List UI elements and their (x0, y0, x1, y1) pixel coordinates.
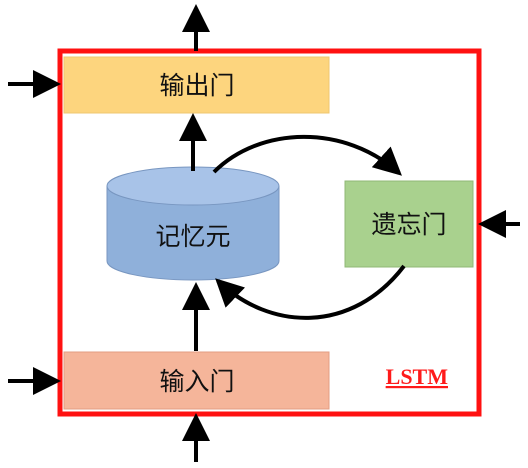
output-gate-box (63, 56, 330, 114)
memory-cell-top (106, 166, 280, 206)
input-gate: 输入门 (63, 351, 330, 410)
memory-cell-label: 记忆元 (155, 222, 230, 251)
memory-cell-body (106, 186, 280, 281)
lstm-label: LSTM (386, 364, 449, 389)
memory-cell: 记忆元 (106, 166, 280, 281)
forget-gate-label: 遗忘门 (371, 210, 446, 239)
forget-to-memory-arrow (215, 264, 406, 320)
input-gate-label: 输入门 (159, 367, 234, 396)
input-gate-box (63, 351, 330, 410)
forget-gate: 遗忘门 (344, 180, 474, 268)
output-gate: 输出门 (63, 56, 330, 114)
output-gate-label: 输出门 (159, 71, 234, 100)
memory-to-forget-arrow (212, 135, 402, 176)
forget-gate-box (344, 180, 474, 268)
